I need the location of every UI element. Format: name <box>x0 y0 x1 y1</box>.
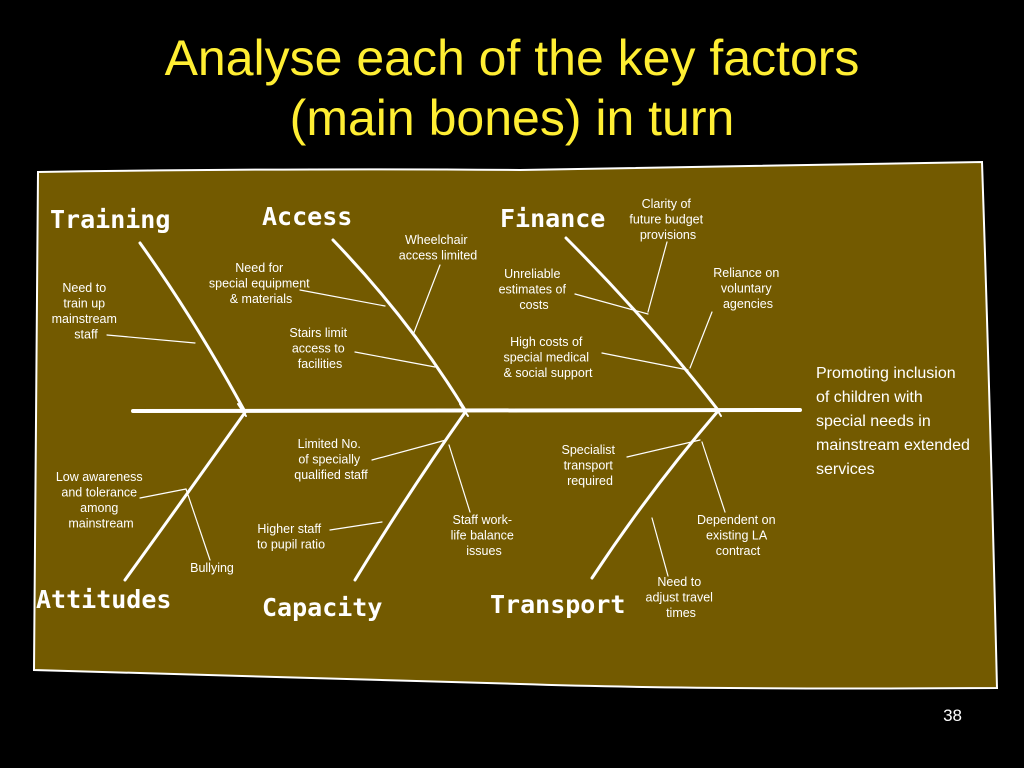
page-number: 38 <box>943 706 962 725</box>
category-transport: Transport <box>490 590 625 619</box>
connector-finance-clarity <box>647 241 668 313</box>
bone-training <box>138 241 246 412</box>
category-finance: Finance <box>500 204 605 233</box>
joint-tick-training <box>237 403 247 417</box>
slide-title: Analyse each of the key factors (main bo… <box>0 28 1024 148</box>
connector-attitudes-bullying <box>185 488 211 561</box>
connector-capacity-worklife <box>448 444 471 513</box>
category-attitudes: Attitudes <box>36 585 171 614</box>
note-access-equipment: Need for special equipment & materials <box>209 261 313 306</box>
effect-text: Promoting inclusion of children with spe… <box>816 365 974 478</box>
title-line-1: Analyse each of the key factors <box>164 30 860 86</box>
note-transport-specialist: Specialist transport required <box>562 443 619 488</box>
note-capacity-limited: Limited No. of specially qualified staff <box>294 437 368 482</box>
note-transport-travel: Need to adjust travel times <box>646 575 717 620</box>
bone-transport <box>590 409 720 580</box>
title-line-2: (main bones) in turn <box>289 90 735 146</box>
note-access-stairs: Stairs limit access to facilities <box>289 326 350 371</box>
note-access-wheelchair: Wheelchair access limited <box>399 233 478 263</box>
diagram-board <box>32 160 999 690</box>
note-finance-voluntary: Reliance on voluntary agencies <box>713 266 783 311</box>
note-attitudes-awareness: Low awareness and tolerance among mainst… <box>56 470 146 531</box>
connector-finance-voluntary <box>689 311 713 369</box>
connector-transport-travel <box>651 517 669 577</box>
connector-access-wheelchair <box>412 264 441 336</box>
connector-capacity-limited <box>371 439 447 461</box>
connector-transport-specialist <box>626 439 701 458</box>
note-training-staff: Need to train up mainstream staff <box>52 281 121 342</box>
note-capacity-ratio: Higher staff to pupil ratio <box>257 522 325 552</box>
note-capacity-worklife: Staff work- life balance issues <box>451 513 518 558</box>
connector-training-staff <box>106 334 196 344</box>
connector-access-stairs <box>354 351 436 368</box>
category-training: Training <box>50 205 170 234</box>
category-capacity: Capacity <box>262 593 382 622</box>
note-finance-high-costs: High costs of special medical & social s… <box>504 335 593 380</box>
connector-capacity-ratio <box>329 521 383 531</box>
connector-attitudes-awareness <box>139 488 187 499</box>
bone-finance <box>564 236 720 412</box>
category-access: Access <box>262 202 352 231</box>
bone-capacity <box>353 409 468 582</box>
bone-access <box>331 238 467 412</box>
connector-access-equipment <box>299 289 386 307</box>
note-attitudes-bullying: Bullying <box>190 561 234 575</box>
connector-transport-la <box>701 441 726 513</box>
joint-tick-finance <box>712 402 722 417</box>
note-finance-estimates: Unreliable estimates of costs <box>499 267 570 312</box>
connector-finance-high-costs <box>601 352 689 371</box>
joint-tick-access <box>459 403 469 417</box>
note-transport-la: Dependent on existing LA contract <box>697 513 779 558</box>
connector-finance-estimates <box>574 293 649 315</box>
note-finance-clarity: Clarity of future budget provisions <box>629 197 706 242</box>
